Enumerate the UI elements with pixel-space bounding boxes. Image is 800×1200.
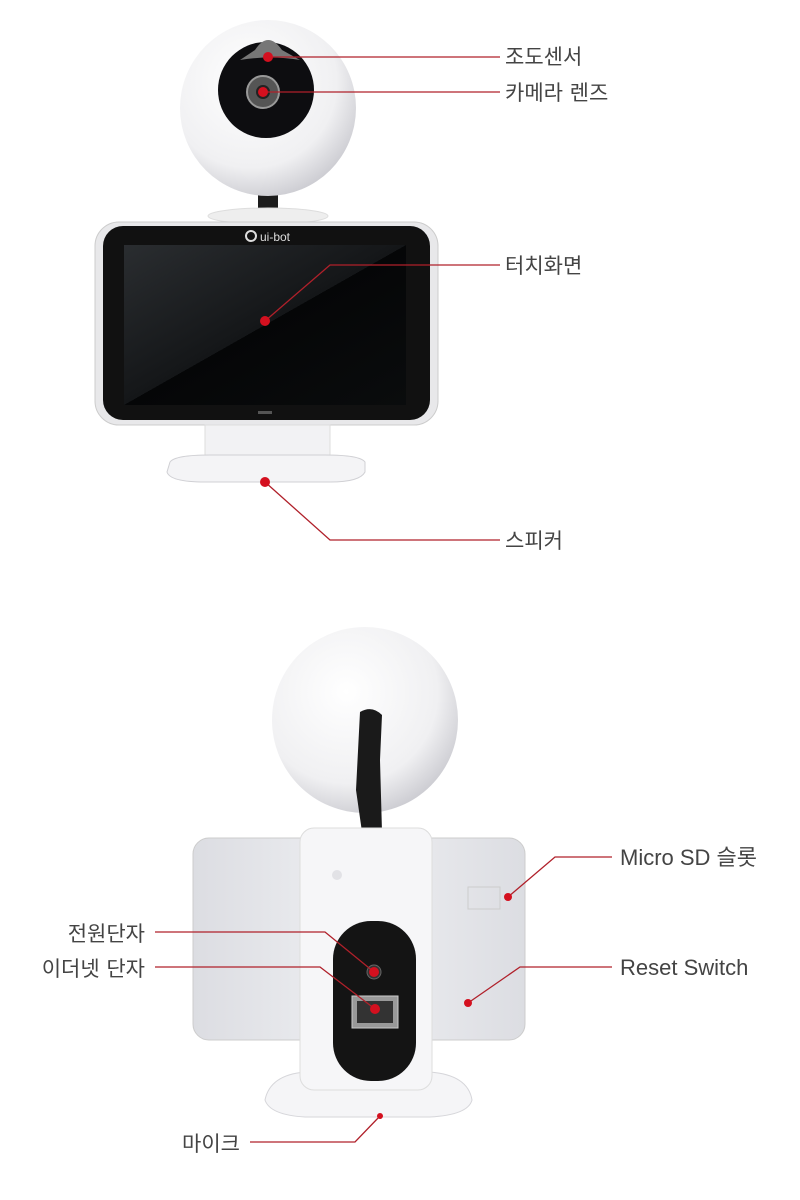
stand-base [166,454,366,483]
label-light-sensor: 조도센서 [505,45,582,69]
label-camera-lens: 카메라 렌즈 [505,81,608,105]
back-arm [356,709,382,832]
back-annotations: Micro SD 슬롯 Reset Switch 전원단자 이더넷 단자 마이크 [42,845,757,1156]
micro-sd-slot [467,886,501,910]
label-micro-sd-slot: Micro SD 슬롯 [620,845,757,870]
brand-logo: ui-bot [260,230,291,244]
label-ethernet-port: 이더넷 단자 [42,957,145,981]
label-speaker: 스피커 [505,529,563,553]
label-microphone: 마이크 [182,1132,240,1156]
back-device [192,627,526,1118]
label-reset-switch: Reset Switch [620,955,748,980]
label-power-port: 전원단자 [68,922,145,946]
front-annotations: 조도센서 카메라 렌즈 터치화면 스피커 [258,45,608,553]
label-touch-screen: 터치화면 [505,254,582,278]
